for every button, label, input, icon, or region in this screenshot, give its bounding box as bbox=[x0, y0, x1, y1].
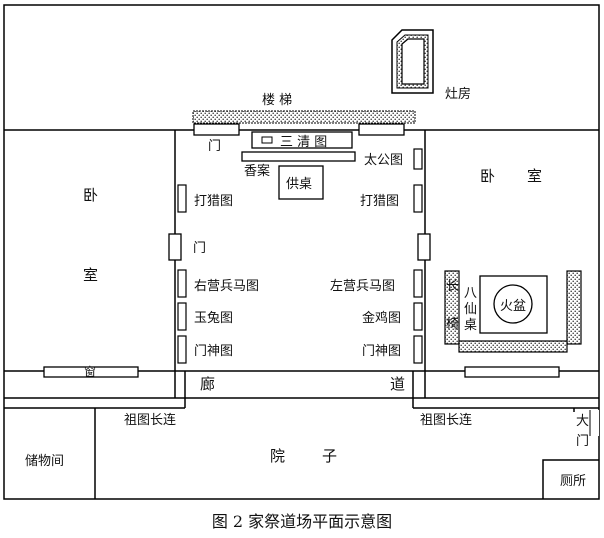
painting-left-1 bbox=[177, 184, 187, 213]
door-top-left bbox=[193, 123, 240, 136]
zutu-left-label: 祖图长连 bbox=[124, 412, 176, 428]
window-label: 窗 bbox=[84, 365, 96, 379]
bedroom-right-label-2: 室 bbox=[527, 167, 542, 185]
corridor-label-1: 廊 bbox=[200, 375, 215, 393]
dalie-right-label: 打猎图 bbox=[360, 194, 399, 209]
courtyard-label-1: 院 bbox=[270, 447, 285, 465]
courtyard-label-2: 子 bbox=[322, 447, 337, 465]
taigong-label: 太公图 bbox=[364, 153, 403, 168]
dalie-left-label: 打猎图 bbox=[194, 194, 233, 209]
baxian-label-1: 八 bbox=[464, 286, 477, 301]
figure-caption: 图 2 家祭道场平面示意图 bbox=[212, 512, 392, 531]
storage-label: 储物间 bbox=[25, 454, 64, 469]
kitchen-label: 灶房 bbox=[445, 86, 471, 102]
toilet-wall bbox=[542, 459, 599, 499]
jinji-label: 金鸡图 bbox=[362, 310, 401, 326]
main-gate-label-1: 大 bbox=[576, 414, 589, 429]
corridor-label-2: 道 bbox=[390, 375, 405, 393]
painting-right-2 bbox=[413, 269, 423, 298]
stove-inner bbox=[401, 38, 425, 85]
bench-right bbox=[566, 270, 582, 345]
painting-left-2 bbox=[177, 269, 187, 298]
menshen-left-label: 门神图 bbox=[194, 344, 233, 359]
toilet-label: 厕所 bbox=[560, 474, 586, 489]
painting-right-4 bbox=[413, 335, 423, 364]
stove-outer bbox=[391, 29, 434, 94]
painting-right-1 bbox=[413, 184, 423, 213]
xiangan-label: 香案 bbox=[244, 164, 270, 179]
stairs-label: 楼 梯 bbox=[262, 93, 292, 108]
door-top-right bbox=[358, 123, 405, 136]
painting-right-0 bbox=[413, 148, 423, 170]
window-right bbox=[464, 366, 560, 378]
sanqing-label: 三 清 图 bbox=[280, 135, 327, 150]
yutu-label: 玉兔图 bbox=[194, 311, 233, 326]
door-top-label: 门 bbox=[208, 139, 221, 154]
incense-table bbox=[241, 151, 356, 162]
door-left-frame bbox=[168, 233, 182, 261]
baxian-label-3: 桌 bbox=[464, 318, 477, 333]
chang-label-1: 长 bbox=[446, 279, 459, 294]
bench-left bbox=[444, 270, 460, 345]
sanqing-bar bbox=[261, 136, 273, 144]
chang-label-2: 椅 bbox=[446, 317, 459, 332]
main-gate-opening bbox=[590, 410, 599, 436]
menshen-right-label: 门神图 bbox=[362, 344, 401, 359]
bedroom-right-label-1: 卧 bbox=[480, 167, 495, 185]
youying-label: 右营兵马图 bbox=[194, 279, 259, 294]
zutu-right-label: 祖图长连 bbox=[420, 412, 472, 428]
main-gate-label-2: 门 bbox=[576, 434, 589, 449]
door-right-frame bbox=[417, 233, 431, 261]
door-left-label: 门 bbox=[193, 241, 206, 256]
fire-basin bbox=[493, 284, 533, 324]
bench-bottom bbox=[458, 340, 568, 353]
painting-left-4 bbox=[177, 335, 187, 364]
sanqing-frame bbox=[251, 131, 353, 149]
window-left bbox=[43, 366, 139, 378]
offering-table bbox=[278, 165, 324, 200]
baxian-label-2: 仙 bbox=[464, 302, 477, 317]
outer-wall bbox=[3, 4, 600, 500]
huopen-label: 火盆 bbox=[500, 299, 526, 314]
painting-left-3 bbox=[177, 302, 187, 331]
gongzhuo-label: 供桌 bbox=[286, 177, 312, 192]
painting-right-3 bbox=[413, 302, 423, 331]
zuoying-label: 左营兵马图 bbox=[330, 279, 395, 294]
bedroom-left-label-2: 室 bbox=[83, 266, 98, 284]
stairs-band bbox=[192, 110, 416, 124]
bedroom-left-label-1: 卧 bbox=[83, 186, 98, 204]
